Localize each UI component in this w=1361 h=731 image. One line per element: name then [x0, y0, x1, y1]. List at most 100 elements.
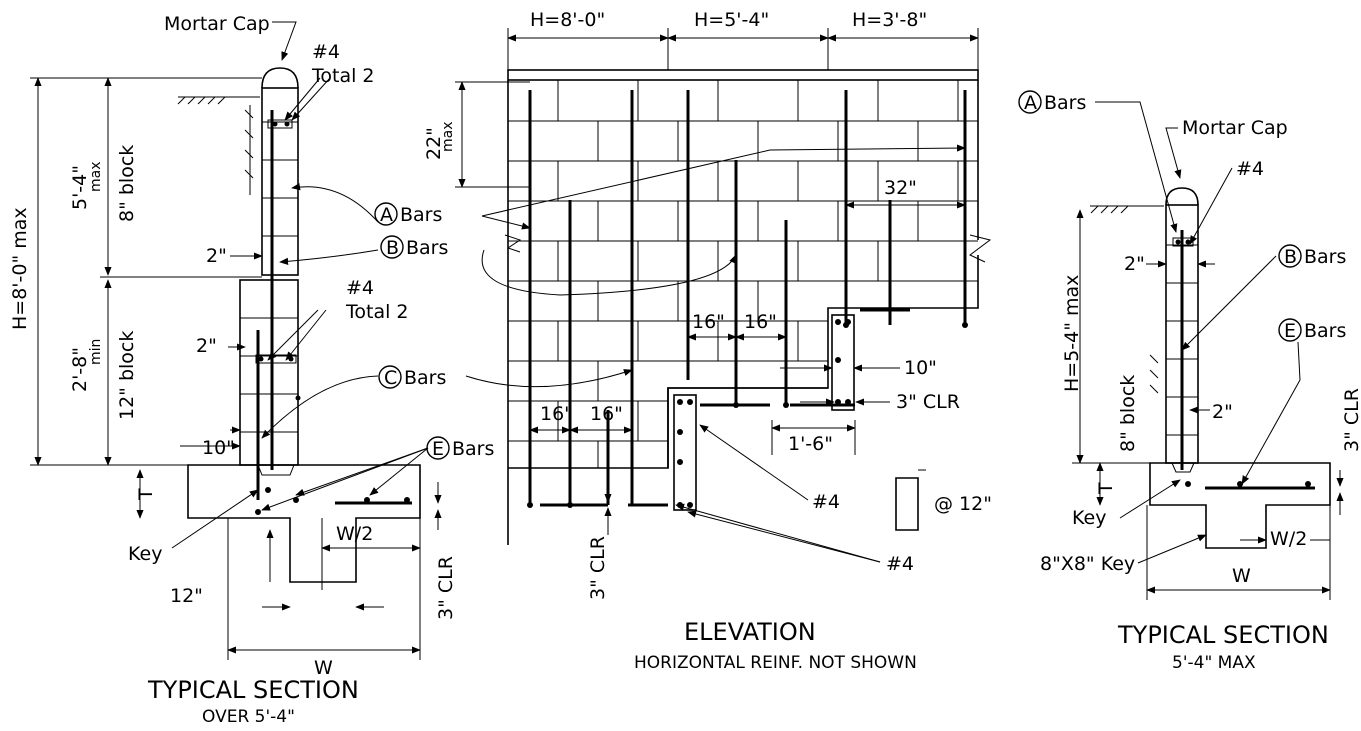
right-two-a: 2": [1124, 253, 1145, 275]
elev-22-sub: max: [440, 121, 456, 152]
callout-a-letter: A: [380, 204, 393, 226]
left-lower-dim-sub: min: [88, 339, 104, 365]
callout-c-circle: [378, 365, 402, 389]
left-bar4-top: #4: [312, 41, 340, 63]
elev-step-line: [667, 387, 828, 468]
callout-e-circle: [426, 436, 450, 460]
left-lower-joints: [240, 317, 298, 433]
callout-e-letter: E: [432, 438, 444, 460]
elev-rebars: [528, 90, 967, 507]
left-upper-dim-sub: max: [88, 161, 104, 192]
elev-10: 10": [904, 357, 937, 379]
right-footing: [1149, 462, 1331, 549]
right-key8: 8"X8" Key: [1040, 553, 1135, 575]
left-footing: [187, 464, 421, 583]
left-bar-dot-2: [293, 497, 299, 503]
elev-22: 22": [423, 127, 445, 160]
right-a-bars: Bars: [1044, 92, 1086, 114]
elev-tie-1: [673, 394, 697, 511]
left-total2-mid: Total 2: [345, 301, 409, 323]
elevation-texts: H=8'-0" H=5'-4" H=3'-8" 22" max 32" 16" …: [423, 9, 992, 673]
left-bar-dot-1: [255, 509, 261, 515]
left-two-in-b: 2": [196, 335, 217, 357]
elevation-view: [455, 28, 992, 563]
elev-cap: [507, 69, 979, 81]
left-title: TYPICAL SECTION: [147, 676, 359, 704]
left-key-label: Key: [128, 543, 162, 565]
elev-bar4a: #4: [812, 491, 840, 513]
elev-16c: 16": [540, 403, 573, 425]
elev-16b: 16": [744, 311, 777, 333]
elev-h2: H=5'-4": [694, 9, 769, 31]
right-clr: 3" CLR: [1341, 388, 1361, 452]
right-two-b: 2": [1212, 401, 1233, 423]
left-clr: 3" CLR: [435, 556, 457, 620]
left-bar4-mid: #4: [346, 277, 374, 299]
left-t-label: T: [135, 488, 157, 501]
elev-title: ELEVATION: [684, 618, 816, 646]
right-mortar-cap: [1165, 187, 1199, 206]
elev-3clr: 3" CLR: [896, 391, 960, 413]
callout-c-bars: Bars: [404, 367, 446, 389]
left-key: [257, 464, 295, 476]
left-lower-block: [239, 279, 299, 466]
left-total2-top: Total 2: [311, 65, 375, 87]
left-upper-joints: [262, 121, 298, 237]
right-key: Key: [1072, 507, 1106, 529]
left-ground: [177, 96, 260, 195]
left-lower-block: 12" block: [116, 331, 138, 420]
left-h-overall: H=8'-0" max: [9, 207, 31, 330]
elev-break-left: [504, 234, 522, 253]
right-e-bars: Bars: [1304, 320, 1346, 342]
elev-tie-2: [831, 314, 855, 411]
left-upper-dim: 5'-4": [69, 165, 91, 210]
right-b-letter: B: [1284, 246, 1297, 268]
callout-b-circle: [380, 235, 404, 259]
left-bar-dot-4: [404, 497, 410, 503]
left-texts: Mortar Cap #4 Total 2 H=8'-0" max 5'-4" …: [9, 13, 457, 727]
elev-16a: 16": [692, 311, 725, 333]
left-w: W: [314, 657, 333, 679]
left-w-half: W/2: [336, 523, 373, 545]
elev-h1: H=8'-0": [530, 9, 605, 31]
right-t-label: T: [1095, 482, 1117, 495]
left-upper-block: 8" block: [116, 145, 138, 222]
bar-callouts: A Bars B Bars C Bars E Bars: [374, 202, 494, 460]
elev-16d: 16": [590, 403, 623, 425]
elev-subtitle: HORIZONTAL REINF. NOT SHOWN: [634, 653, 917, 673]
elev-break-right: [969, 234, 992, 263]
right-bar4: #4: [1236, 158, 1264, 180]
elev-dots: [527, 319, 968, 508]
right-title: TYPICAL SECTION: [1117, 621, 1329, 649]
elev-clr-bottom: 3" CLR: [587, 536, 609, 600]
right-h: H=5-4" max: [1061, 275, 1083, 392]
elev-1-6: 1'-6": [788, 433, 833, 455]
right-mortar-cap: Mortar Cap: [1182, 117, 1288, 139]
callout-b-letter: B: [386, 237, 399, 259]
elev-stirrup-symbol: [895, 477, 919, 531]
left-lower-dim: 2'-8": [69, 347, 91, 392]
left-two-in-a: 2": [206, 245, 227, 267]
left-bar-dot-3: [364, 497, 370, 503]
left-mortar-cap: [261, 67, 299, 89]
right-block: 8" block: [1117, 375, 1139, 452]
right-b-bars: Bars: [1304, 246, 1346, 268]
callout-e-bars: Bars: [452, 438, 494, 460]
elev-32: 32": [884, 177, 917, 199]
left-top-tie: [267, 119, 293, 129]
right-section: [1072, 101, 1344, 600]
left-twelve-in: 12": [170, 585, 203, 607]
right-texts: A Bars Mortar Cap #4 B Bars E Bars H=5-4…: [1018, 90, 1361, 673]
elev-h3: H=3'-8": [852, 9, 927, 31]
elev-bar4b: #4: [886, 553, 914, 575]
elev-wall-outline: [507, 80, 979, 545]
right-w: W: [1232, 565, 1251, 587]
left-mortar-cap-label: Mortar Cap: [164, 13, 270, 35]
callout-b-bars: Bars: [406, 237, 448, 259]
right-ground: [1090, 205, 1164, 394]
right-subtitle: 5'-4" MAX: [1172, 653, 1256, 673]
callout-a-bars: Bars: [400, 204, 442, 226]
callout-a-circle: [374, 202, 398, 226]
left-upper-block: [261, 87, 299, 276]
